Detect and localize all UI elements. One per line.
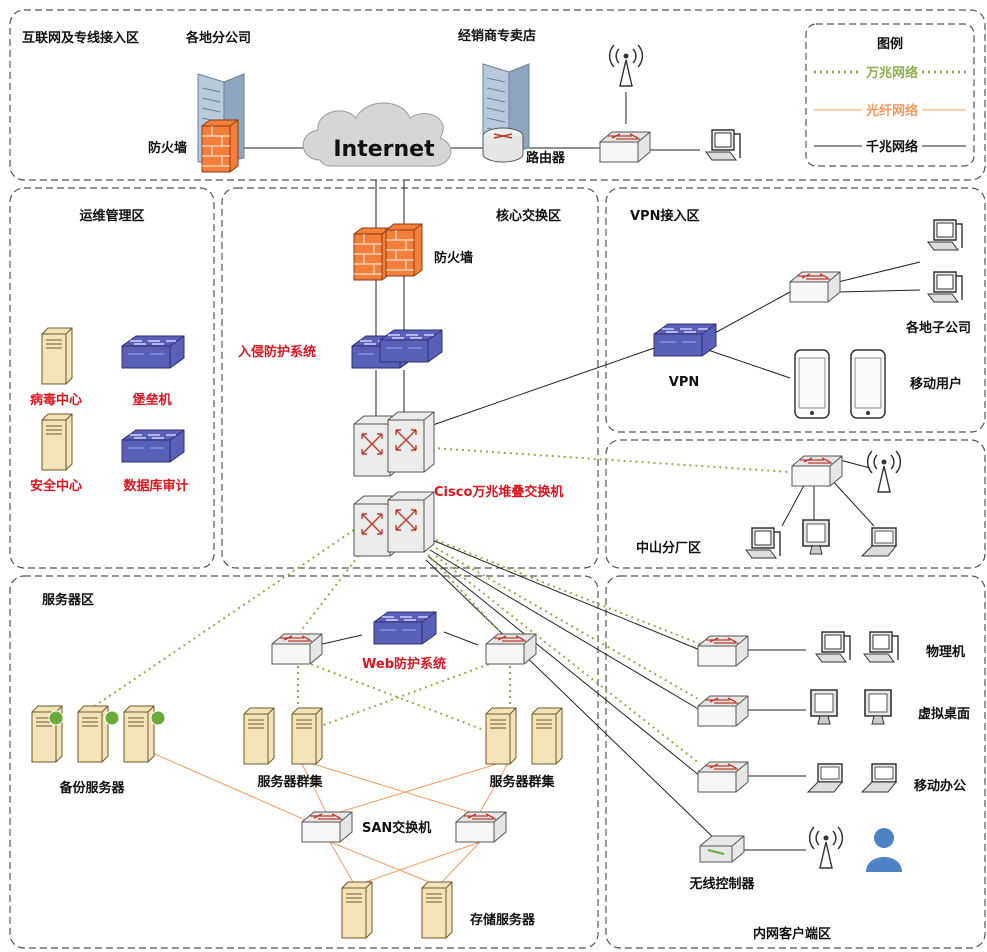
- label-cisco-stack: Cisco万兆堆叠交换机: [434, 484, 563, 500]
- legend-item-gigabit: 千兆网络: [866, 139, 918, 155]
- antenna-zhongshan-icon: [866, 450, 902, 493]
- virtual-desktop-monitor-1-icon: [810, 689, 838, 725]
- zone-title-client: 内网客户端区: [753, 926, 831, 942]
- zone-title-internet: 互联网及专线接入区: [22, 30, 139, 46]
- label-web-protect: Web防护系统: [362, 656, 446, 672]
- label-bastion: 堡垒机: [132, 392, 171, 408]
- legend-box: [805, 23, 975, 167]
- router-icon: [482, 127, 524, 163]
- label-firewall-core: 防火墙: [434, 250, 473, 266]
- label-router: 路由器: [526, 150, 566, 166]
- firewall-top-icon: [201, 119, 239, 173]
- zone-internet-border: [9, 9, 986, 181]
- label-internet: Internet: [333, 137, 435, 162]
- fiber-links: [149, 751, 511, 885]
- switch-top-icon: [599, 131, 651, 163]
- label-branch-office: 各地分公司: [185, 30, 251, 46]
- backup-server-2-icon: [77, 705, 109, 763]
- zhongshan-monitor-icon: [802, 519, 830, 555]
- backup-server-3-icon: [123, 705, 155, 763]
- switch-server-left-icon: [271, 633, 323, 665]
- zone-server-border: [9, 575, 599, 949]
- user-icon: [866, 828, 902, 872]
- bastion-icon: [121, 335, 185, 369]
- firewall-core-1-icon: [353, 227, 391, 281]
- legend-item-ten-gig: 万兆网络: [865, 65, 918, 81]
- label-server-cluster-1: 服务器群集: [257, 774, 323, 790]
- firewall-core-2-icon: [385, 223, 423, 277]
- subsidiary-pc-2-icon: [927, 271, 963, 303]
- zone-title-core: 核心交换区: [496, 208, 561, 224]
- label-wireless-controller: 无线控制器: [688, 876, 755, 892]
- label-virtual-desktop: 虚拟桌面: [918, 706, 970, 722]
- cisco-switch-2-icon: [387, 411, 435, 473]
- phone-1-icon: [794, 349, 830, 419]
- label-physical: 物理机: [926, 644, 965, 660]
- antenna-top-icon: [608, 44, 644, 87]
- physical-pc-2-icon: [863, 631, 899, 663]
- zone-client-border: [605, 575, 986, 949]
- zone-core-border: [221, 187, 599, 569]
- label-mobile-office: 移动办公: [914, 778, 966, 794]
- zone-title-server: 服务器区: [42, 592, 94, 608]
- wireless-controller-icon: [699, 835, 745, 863]
- switch-vpn-icon: [789, 271, 841, 303]
- server-cluster-1a-icon: [243, 707, 275, 765]
- mobile-office-laptop-2-icon: [861, 763, 897, 793]
- label-mobile-users: 移动用户: [910, 376, 962, 392]
- label-subsidiaries: 各地子公司: [905, 320, 971, 336]
- san-switch-1-icon: [301, 811, 353, 843]
- switch-server-right-icon: [485, 633, 537, 665]
- security-server-icon: [41, 413, 73, 471]
- storage-server-1-icon: [341, 881, 373, 939]
- zhongshan-pc-icon: [745, 527, 781, 559]
- label-firewall-top: 防火墙: [148, 140, 187, 156]
- antivirus-server-icon: [41, 327, 73, 385]
- label-dealer-store: 经销商专卖店: [458, 28, 536, 44]
- label-db-audit: 数据库审计: [123, 478, 188, 494]
- zone-title-vpn: VPN接入区: [630, 208, 699, 224]
- switch-client-1-icon: [697, 635, 749, 667]
- label-san-switch: SAN交换机: [362, 820, 431, 836]
- switch-client-2-icon: [697, 695, 749, 727]
- phone-2-icon: [850, 349, 886, 419]
- zone-title-zhongshan: 中山分厂区: [636, 540, 701, 556]
- zhongshan-laptop-icon: [861, 527, 897, 557]
- web-protect-icon: [373, 611, 437, 645]
- label-antivirus: 病毒中心: [30, 392, 82, 408]
- ips-2-icon: [379, 329, 443, 363]
- db-audit-icon: [121, 429, 185, 463]
- storage-server-2-icon: [421, 881, 453, 939]
- cisco-switch-4-icon: [387, 491, 435, 553]
- subsidiary-pc-1-icon: [927, 219, 963, 251]
- legend-title: 图例: [877, 36, 903, 52]
- server-cluster-2a-icon: [485, 707, 517, 765]
- pc-top-icon: [705, 129, 741, 161]
- label-security-center: 安全中心: [30, 478, 82, 494]
- san-switch-2-icon: [455, 811, 507, 843]
- zone-title-ops: 运维管理区: [79, 208, 144, 224]
- vpn-appliance-icon: [653, 323, 717, 357]
- label-server-cluster-2: 服务器群集: [489, 774, 555, 790]
- antenna-client-icon: [808, 826, 844, 869]
- label-storage-server: 存储服务器: [470, 912, 536, 928]
- zone-vpn-border: [605, 187, 986, 433]
- label-vpn: VPN: [669, 375, 699, 390]
- label-backup-servers: 备份服务器: [58, 780, 125, 796]
- zone-zhongshan-border: [605, 439, 986, 569]
- physical-pc-1-icon: [815, 631, 851, 663]
- virtual-desktop-monitor-2-icon: [864, 689, 892, 725]
- server-cluster-1b-icon: [291, 707, 323, 765]
- internet-cloud-icon: [302, 102, 452, 167]
- backup-servers-group: [31, 705, 166, 763]
- mobile-office-laptop-1-icon: [807, 763, 843, 793]
- server-cluster-2b-icon: [531, 707, 563, 765]
- zone-ops-border: [9, 187, 215, 569]
- label-ips: 入侵防护系统: [238, 344, 316, 360]
- ten-gig-links: [79, 447, 791, 765]
- legend-item-fiber: 光纤网络: [865, 103, 918, 119]
- switch-zhongshan-icon: [791, 455, 843, 487]
- switch-client-3-icon: [697, 761, 749, 793]
